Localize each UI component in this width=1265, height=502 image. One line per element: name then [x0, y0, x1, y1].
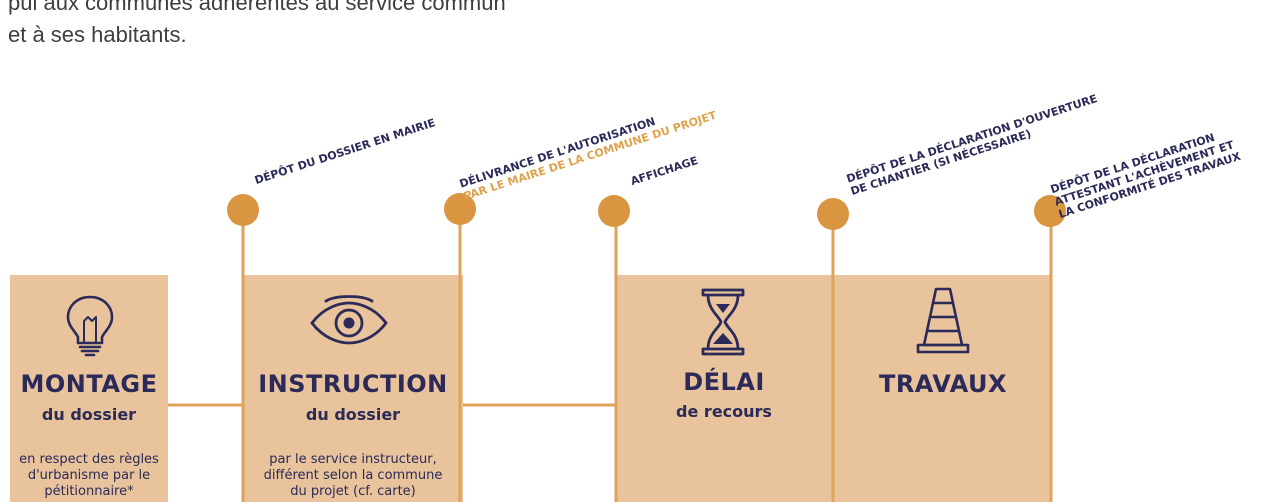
stage-block-travaux [834, 275, 1052, 502]
intro-line-2: et à ses habitants. [8, 22, 187, 47]
stage-desc-instruction-line-2: différent selon la commune [263, 468, 443, 483]
stage-block-montage [10, 275, 168, 502]
milestone-dot-affichage [598, 195, 630, 227]
stage-title-montage: MONTAGE [20, 370, 158, 398]
milestone-dot-delivrance [444, 193, 476, 225]
stage-title-instruction: INSTRUCTION [258, 370, 448, 398]
stage-desc-montage: en respect des règles d'urbanisme par le… [10, 452, 168, 500]
stage-title-delai: DÉLAI [683, 368, 765, 396]
stage-desc-montage-line-2: d'urbanisme par le [27, 468, 151, 483]
eye-icon [310, 295, 388, 345]
stage-block-instruction [243, 275, 463, 502]
lightbulb-icon [66, 295, 114, 357]
hourglass-icon [701, 288, 745, 356]
milestone-dot-depot [227, 194, 259, 226]
intro-paragraph: pui aux communes adhérentes au service c… [8, 0, 668, 51]
stage-block-delai [616, 275, 832, 502]
stage-desc-montage-line-3: pétitionnaire* [44, 484, 134, 499]
stage-title-travaux: TRAVAUX [878, 370, 1008, 398]
stage-subtitle-montage: du dossier [41, 405, 137, 424]
stage-subtitle-delai: de recours [676, 402, 772, 421]
stage-desc-instruction-line-1: par le service instructeur, [269, 452, 437, 467]
milestone-dot-ouverture [817, 198, 849, 230]
traffic-cone-icon [916, 287, 970, 354]
milestone-dot-achevement [1034, 195, 1066, 227]
stage-desc-instruction: par le service instructeur, différent se… [243, 452, 463, 500]
intro-line-1: pui aux communes adhérentes au service c… [8, 0, 506, 15]
stage-subtitle-instruction: du dossier [305, 405, 401, 424]
stage-desc-instruction-line-3: du projet (cf. carte) [290, 484, 416, 499]
stage-desc-montage-line-1: en respect des règles [19, 452, 159, 467]
